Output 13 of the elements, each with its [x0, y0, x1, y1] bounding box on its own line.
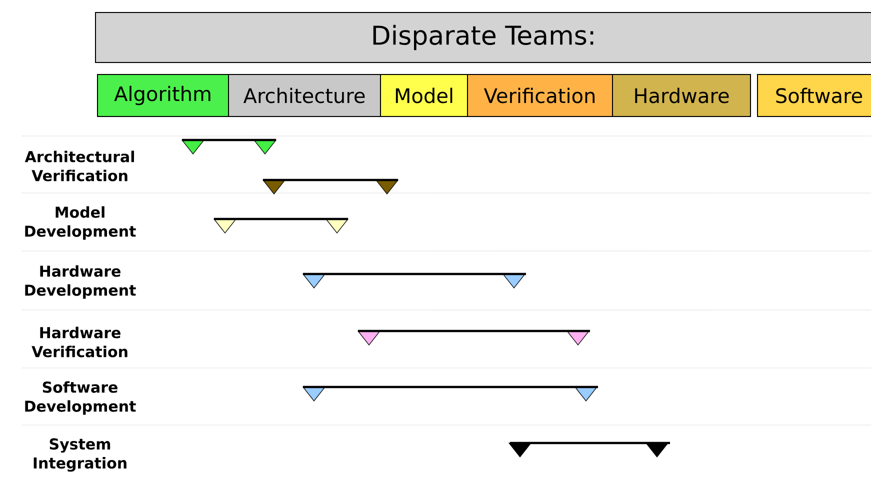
team-box: Model: [380, 74, 468, 117]
team-box: Hardware: [612, 74, 751, 117]
team-box: Algorithm: [97, 74, 229, 117]
team-box: Software: [757, 74, 871, 117]
heading-box: Disparate Teams:: [95, 12, 871, 63]
team-box: Architecture: [228, 74, 381, 117]
team-box: Verification: [467, 74, 613, 117]
row-label: Hardware Verification: [32, 326, 128, 358]
row-label: Model Development: [25, 206, 136, 240]
row-label: Software Development: [25, 381, 136, 415]
row-label: Architectural Verification: [24, 150, 134, 182]
row-label: Hardware Development: [25, 265, 136, 299]
row-label: System Integration: [34, 438, 126, 472]
